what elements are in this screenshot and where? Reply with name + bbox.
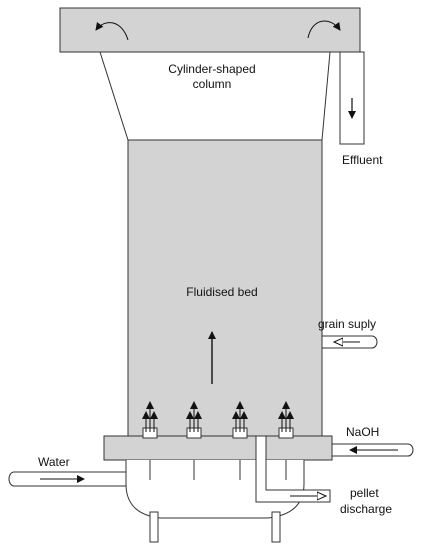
nozzle-3 bbox=[232, 401, 248, 439]
leg-right bbox=[271, 511, 281, 543]
effluent-pipe bbox=[339, 51, 365, 145]
column-label-line2: column bbox=[193, 77, 232, 91]
naoh-label: NaOH bbox=[346, 425, 379, 439]
top-header-box bbox=[59, 7, 361, 53]
column-label-line1: Cylinder-shaped bbox=[168, 62, 255, 76]
water-label: Water bbox=[38, 455, 70, 469]
nozzle-1 bbox=[142, 401, 158, 439]
nozzle-4 bbox=[278, 401, 294, 439]
pellet-discharge-label-line1: pellet bbox=[350, 486, 379, 500]
pellet-discharge-label-line2: discharge bbox=[340, 502, 392, 516]
grain-supply-label: grain suply bbox=[318, 317, 376, 331]
curved-arrow-left-icon bbox=[95, 22, 129, 41]
bottom-bowl bbox=[125, 460, 305, 519]
column-body bbox=[127, 139, 323, 437]
fluidised-bed-label: Fluidised bed bbox=[186, 285, 257, 299]
leg-left bbox=[149, 511, 159, 543]
nozzle-2 bbox=[186, 401, 202, 439]
distributor-plate bbox=[103, 435, 333, 461]
curved-arrow-right-icon bbox=[307, 20, 341, 39]
nozzle-stems bbox=[149, 460, 287, 480]
effluent-label: Effluent bbox=[342, 153, 383, 167]
